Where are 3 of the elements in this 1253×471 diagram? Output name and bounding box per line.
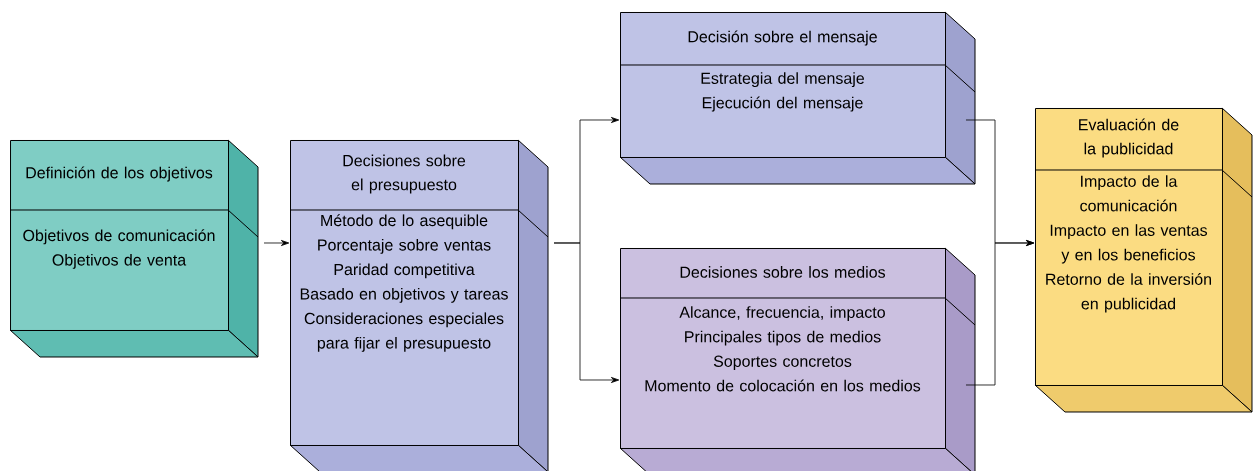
arrow (965, 240, 1035, 386)
arrow (263, 240, 290, 246)
arrow (553, 242, 620, 383)
